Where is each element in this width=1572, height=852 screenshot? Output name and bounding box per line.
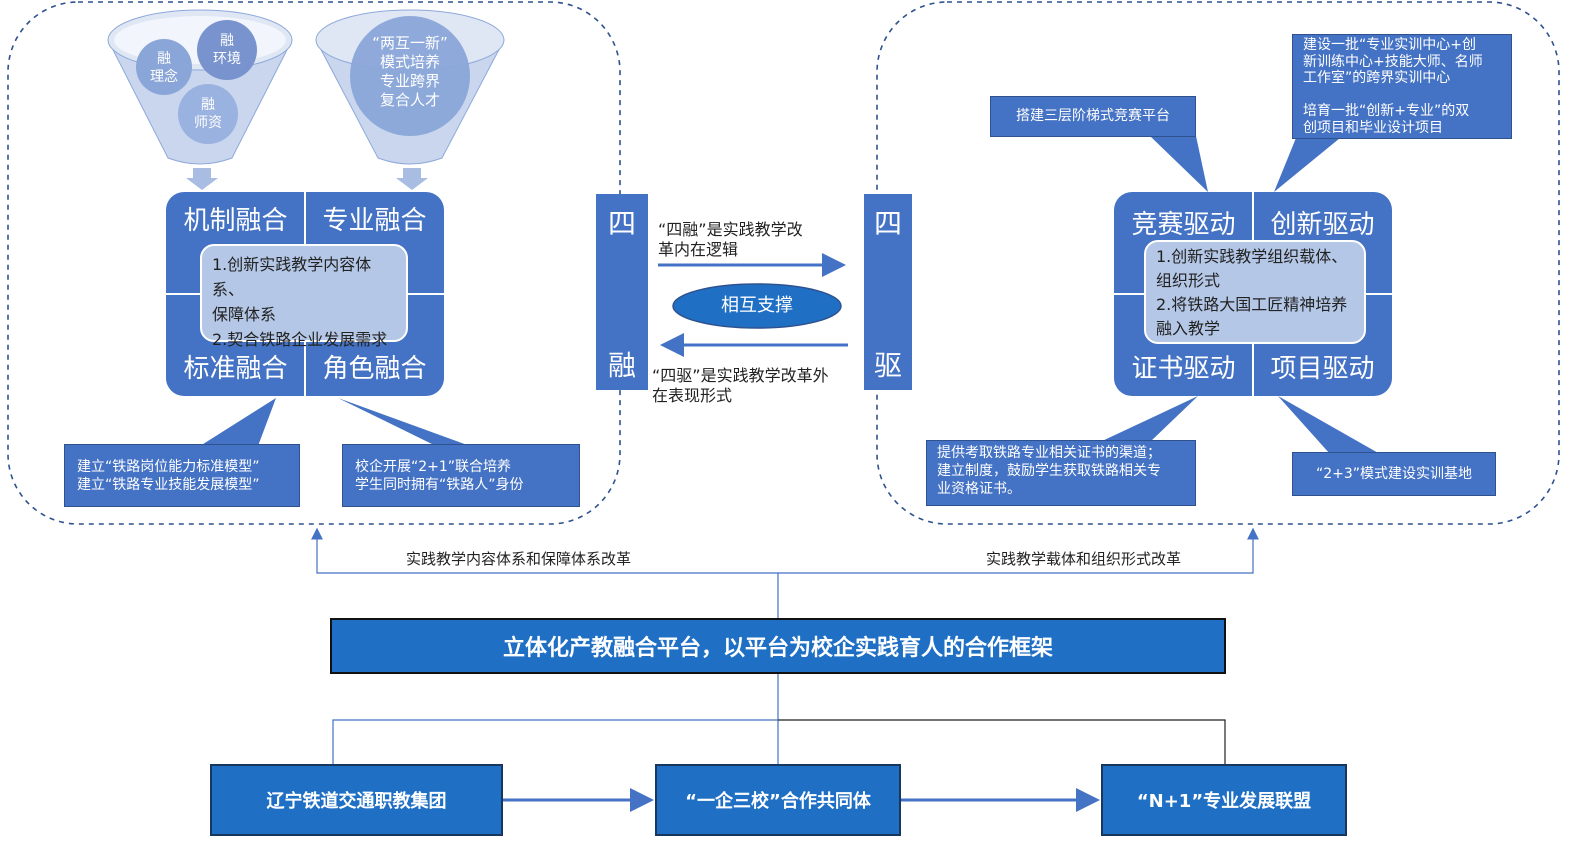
right-dashed-container <box>876 1 1560 525</box>
group-box-community: “一企三校”合作共同体 <box>655 764 901 836</box>
callout-training-base: “2+3”模式建设实训基地 <box>1292 452 1496 496</box>
mutual-support-label: 相互支撑 <box>721 295 793 316</box>
callout-training-centers: 建设一批“专业实训中心+创 新训练中心+技能大师、名师 工作室”的跨界实训中心 … <box>1292 34 1512 139</box>
callout-bottom-left-tail <box>1100 396 1198 442</box>
callout-left-tail <box>200 398 276 446</box>
quad-role: 角色融合 <box>322 354 427 384</box>
four-drive-char-1: 四 <box>873 207 902 240</box>
line-to-right-box <box>778 719 1226 764</box>
quad-innovation: 创新驱动 <box>1270 210 1375 240</box>
group-box-alliance: “N+1”专业发展联盟 <box>1101 764 1347 836</box>
connector-right-label: 实践教学载体和组织形式改革 <box>986 550 1182 568</box>
quad-project: 项目驱动 <box>1270 354 1375 384</box>
circle-environment <box>197 20 257 80</box>
circle-environment-label: 融 环境 <box>213 33 241 67</box>
line-to-left-box <box>332 719 778 764</box>
quad-competition: 竞赛驱动 <box>1131 210 1236 240</box>
four-drive-char-2: 驱 <box>873 349 902 382</box>
quad-certificate: 证书驱动 <box>1131 354 1236 384</box>
callout-certificates: 提供考取铁路专业相关证书的渠道； 建立制度，鼓励学生获取铁路相关专 业资格证书。 <box>926 440 1196 506</box>
fusion-logic-text: “四融”是实践教学改 革内在逻辑 <box>658 220 803 259</box>
circle-concept-label: 融 理念 <box>150 51 178 85</box>
right-center-box: 1.创新实践教学组织载体、 组织形式 2.将铁路大国工匠精神培养 融入教学 <box>1144 240 1366 344</box>
four-fusion-char-1: 四 <box>607 207 636 240</box>
callout-joint-training: 校企开展“2+1”联合培养 学生同时拥有“铁路人”身份 <box>342 444 580 507</box>
callout-standard-models: 建立“铁路岗位能力标准模型” 建立“铁路专业技能发展模型” <box>64 444 300 507</box>
four-fusion-char-2: 融 <box>607 349 636 382</box>
four-drive-vertical: 四 驱 <box>864 194 912 390</box>
group-box-liaoning: 辽宁铁道交通职教集团 <box>210 764 503 836</box>
mutual-support-ellipse <box>672 283 842 329</box>
connector-left-label: 实践教学内容体系和保障体系改革 <box>406 550 632 568</box>
connector-right <box>778 527 1259 574</box>
circle-talent <box>350 16 470 136</box>
quad-mechanism: 机制融合 <box>183 206 288 236</box>
callout-competition-platform: 搭建三层阶梯式竞赛平台 <box>990 96 1196 137</box>
funnel-right-down-arrow <box>396 168 428 190</box>
callout-right-tail <box>338 398 470 446</box>
quad-specialty: 专业融合 <box>322 206 427 236</box>
circle-teachers <box>178 84 238 144</box>
four-fusion-vertical: 四 融 <box>596 194 648 390</box>
left-center-box: 1.创新实践教学内容体系、 保障体系 2.契合铁路企业发展需求 <box>200 244 408 349</box>
quad-standard: 标准融合 <box>183 354 288 384</box>
circle-concept <box>136 39 192 95</box>
callout-top-left-tail <box>1150 136 1208 192</box>
callout-bottom-right-tail <box>1278 396 1380 454</box>
circle-teachers-label: 融 师资 <box>194 97 222 131</box>
platform-title-box: 立体化产教融合平台，以平台为校企实践育人的合作框架 <box>330 618 1226 674</box>
connector-left <box>311 527 779 618</box>
callout-top-right-tail <box>1274 138 1340 192</box>
funnel-right-label: “两互一新” 模式培养 专业跨界 复合人才 <box>372 34 448 109</box>
funnel-left-down-arrow <box>186 168 218 190</box>
drive-form-text: “四驱”是实践教学改革外 在表现形式 <box>652 366 829 405</box>
